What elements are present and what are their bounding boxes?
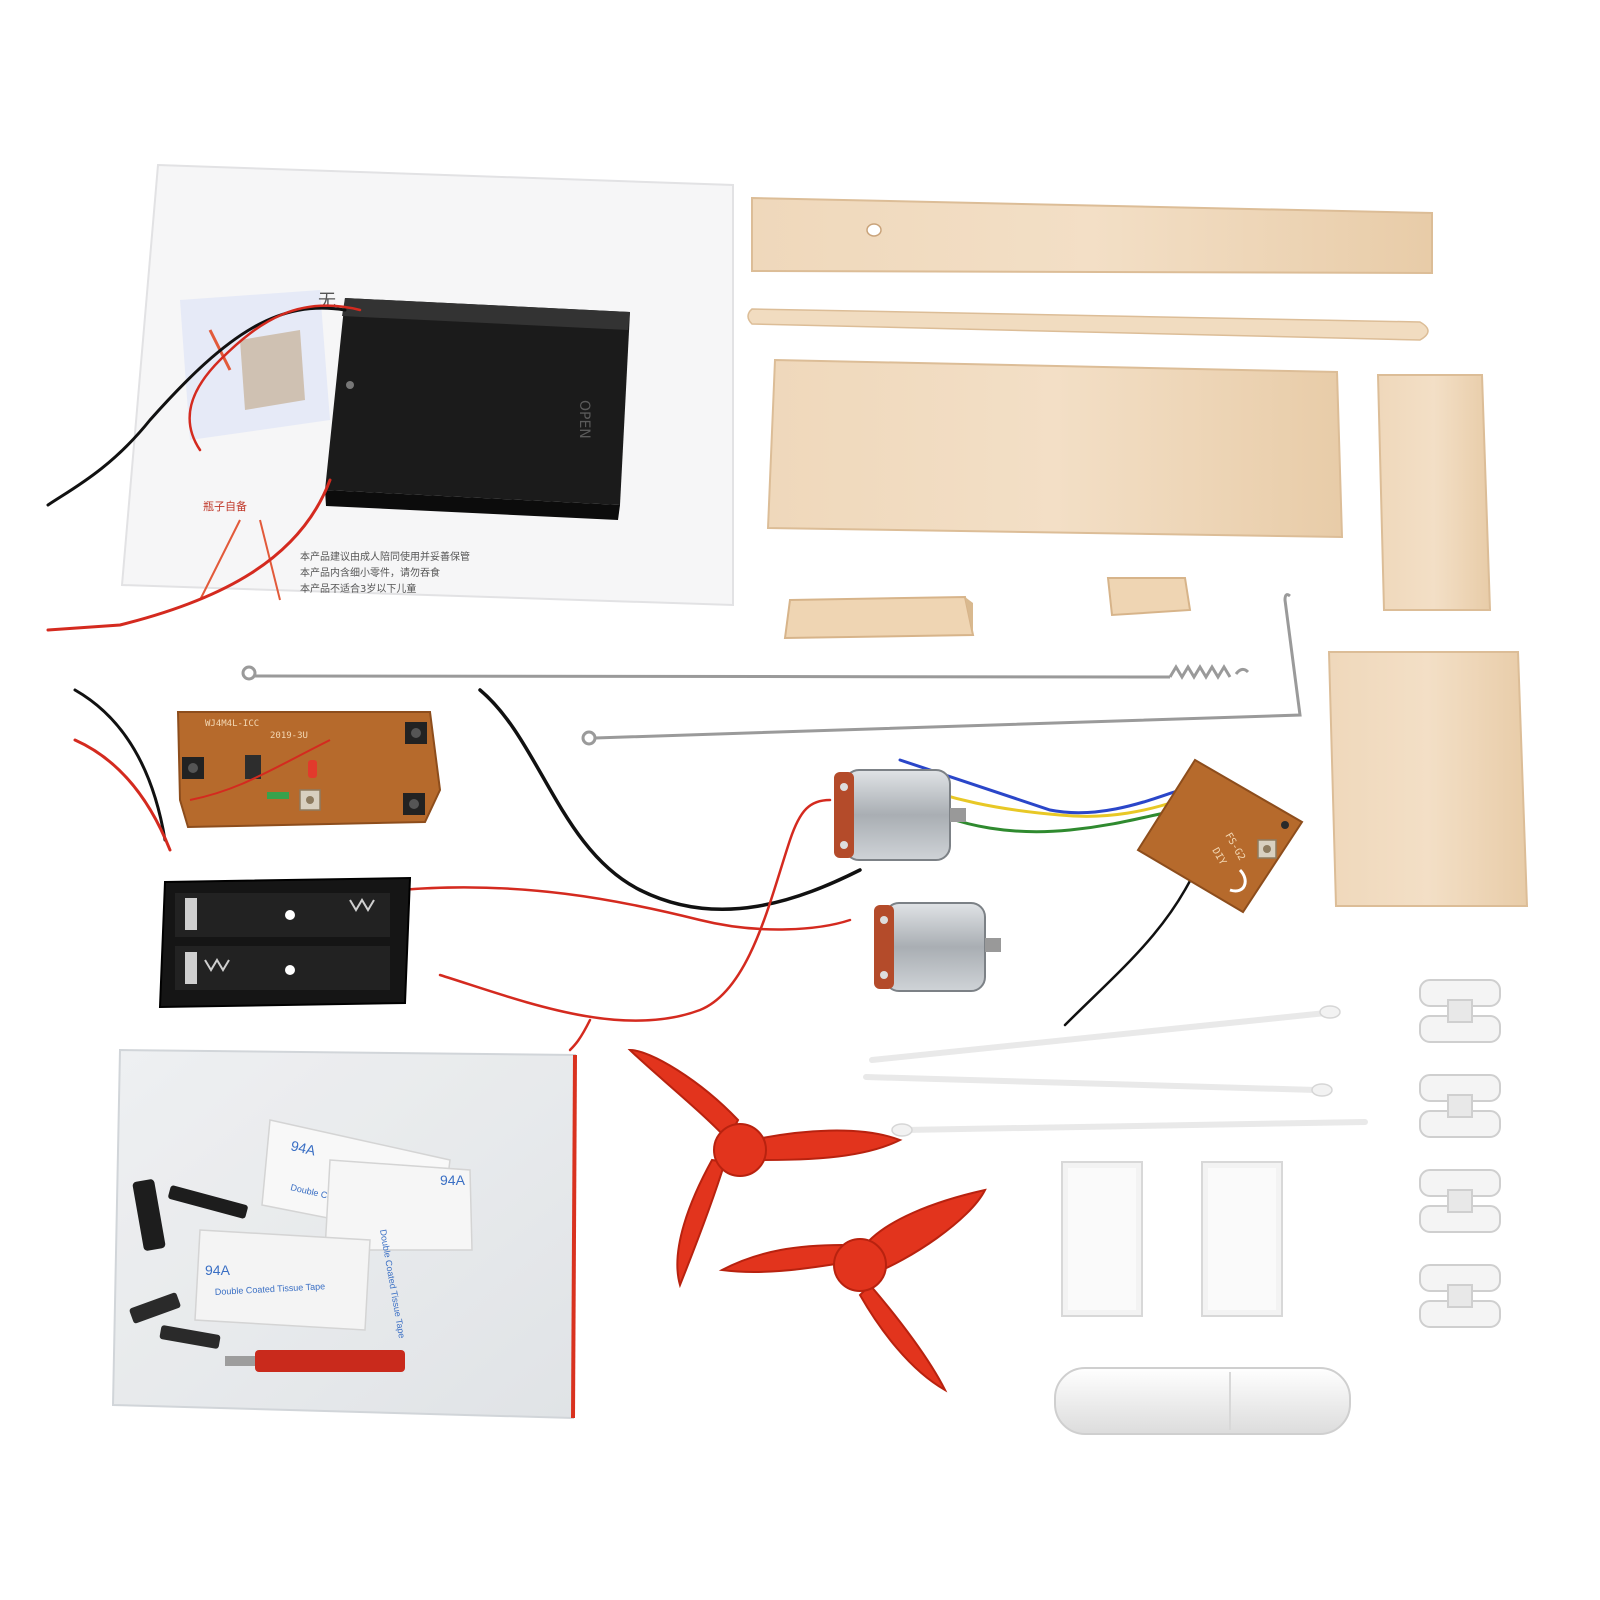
dc-motor bbox=[874, 902, 1001, 992]
zip-bag: 94A Double Coated Tissue Tape 94A Double… bbox=[111, 1048, 577, 1420]
wire-clip bbox=[1419, 1074, 1501, 1138]
battery-box-3xAA: OPEN bbox=[325, 298, 630, 520]
wood-block-cube bbox=[1106, 577, 1192, 617]
battery-holder-2xAA bbox=[158, 876, 412, 1009]
steel-wire-spring bbox=[241, 664, 1250, 681]
sheet-note-1: 本产品建议由成人陪同使用并妥善保管 bbox=[300, 550, 470, 563]
glue-stick bbox=[1054, 1367, 1351, 1435]
wires bbox=[46, 304, 1202, 1052]
cable-tie bbox=[863, 1074, 1333, 1097]
transmitter-silkscreen-1: WJ4M4L-ICC bbox=[205, 719, 259, 729]
foam-pad-black bbox=[132, 1179, 166, 1251]
wire-clip bbox=[1419, 1169, 1501, 1233]
wood-board-large bbox=[766, 358, 1344, 539]
spring-contact-icon bbox=[185, 898, 197, 930]
wood-board-small-vertical bbox=[1376, 374, 1492, 611]
foam-tape bbox=[1201, 1161, 1283, 1317]
tape-sheet: 94A Double Coated Tissue Tape bbox=[194, 1229, 371, 1331]
wood-block-short bbox=[783, 595, 975, 640]
propeller bbox=[718, 1188, 987, 1393]
wire-clip bbox=[1419, 1264, 1501, 1328]
transmitter-pcb: WJ4M4L-ICC 2019-3U bbox=[176, 711, 442, 829]
sheet-caution-heading: 瓶子自备 bbox=[203, 499, 247, 513]
screwdriver-icon bbox=[255, 1350, 405, 1372]
wood-stick-long bbox=[751, 196, 1433, 275]
spring-contact-icon bbox=[185, 952, 197, 984]
foam-tape bbox=[1061, 1161, 1143, 1317]
sheet-note-2: 本产品内含细小零件，请勿吞食 bbox=[300, 566, 440, 579]
tape-label-number: 94A bbox=[289, 1137, 318, 1158]
battery-box-switch-label: OPEN bbox=[576, 400, 592, 439]
propeller bbox=[627, 1048, 903, 1289]
tape-label-number: 94A bbox=[440, 1172, 466, 1188]
sheet-note-3: 本产品不适合3岁以下儿童 bbox=[300, 582, 416, 595]
wood-dowel bbox=[747, 308, 1429, 341]
cable-tie bbox=[869, 1005, 1341, 1063]
steel-wire-bent bbox=[581, 593, 1302, 746]
tape-label-number: 94A bbox=[205, 1262, 231, 1278]
dc-motor bbox=[834, 769, 966, 861]
wood-board-small bbox=[1327, 651, 1529, 907]
wire-clip bbox=[1419, 979, 1501, 1043]
transmitter-silkscreen-2: 2019-3U bbox=[270, 731, 308, 741]
cable-tie bbox=[891, 1119, 1368, 1137]
receiver-pcb: FS-G2 DIY bbox=[1136, 758, 1304, 914]
